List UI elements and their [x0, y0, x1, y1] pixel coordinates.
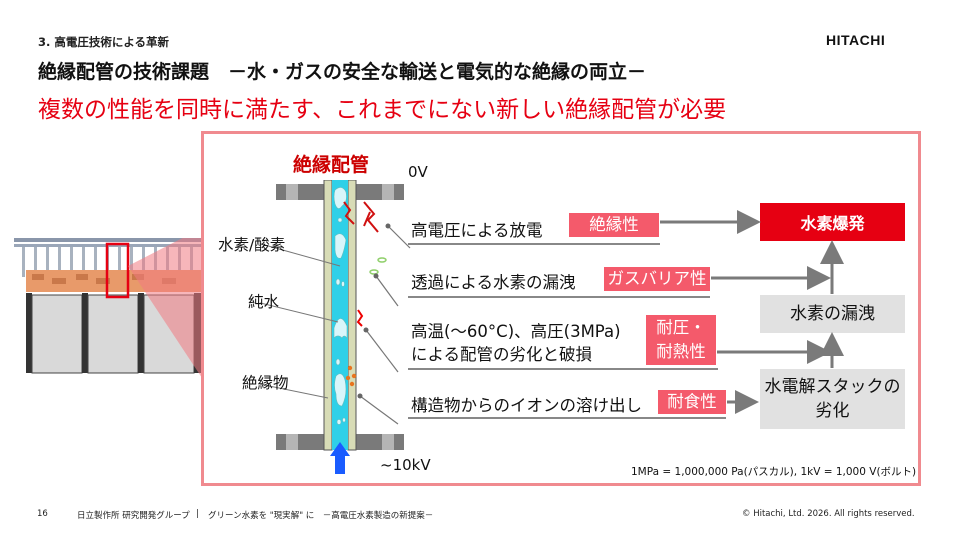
hitachi-logo: HITACHI	[826, 32, 886, 48]
pipe-title: 絶縁配管	[293, 154, 370, 176]
result-stack-degradation: 水電解スタックの 劣化	[760, 369, 905, 429]
badge-insulation: 絶縁性	[569, 213, 659, 237]
badge-pressure-heat-resistance: 耐圧・ 耐熱性	[646, 315, 716, 365]
cause-ion-leaching: 構造物からのイオンの溶け出し	[411, 396, 642, 415]
unit-note: 1MPa = 1,000,000 Pa(パスカル), 1kV = 1,000 V…	[631, 466, 917, 478]
underline-cause-4	[408, 417, 726, 419]
flow-arrows	[660, 210, 844, 414]
top-voltage-label: 0V	[408, 163, 428, 181]
footer-separator: |	[196, 509, 199, 519]
insulated-pipe-illustration	[260, 180, 411, 474]
bottom-voltage-label: ~10kV	[380, 456, 431, 474]
result-hydrogen-leak: 水素の漏洩	[760, 295, 905, 333]
cause-degradation-line1: 高温(〜60°C)、高圧(3MPa)	[411, 322, 621, 341]
underline-cause-1	[408, 243, 660, 245]
badge-gas-barrier: ガスバリア性	[604, 267, 710, 291]
label-hydrogen-oxygen: 水素/酸素	[218, 236, 286, 254]
badge-corrosion-resistance: 耐食性	[658, 390, 726, 414]
footer-org: 日立製作所 研究開発グループ	[77, 511, 190, 521]
label-insulator: 絶縁物	[242, 374, 289, 392]
electrolyzer-equipment-image	[14, 238, 202, 378]
underline-cause-3	[408, 368, 718, 370]
result-hydrogen-explosion: 水素爆発	[760, 203, 905, 241]
slide-title: 絶縁配管の技術課題 －水・ガスの安全な輸送と電気的な絶縁の両立－	[38, 61, 647, 83]
cause-hydrogen-permeation: 透過による水素の漏洩	[411, 273, 576, 292]
page-number: 16	[37, 509, 48, 519]
cause-degradation-line2: による配管の劣化と破損	[411, 345, 593, 364]
badge-line2: 耐熱性	[656, 342, 706, 361]
label-pure-water: 純水	[248, 293, 280, 311]
section-label: 3. 高電圧技術による革新	[38, 35, 170, 49]
underline-cause-2	[408, 296, 710, 298]
result-stack-line2: 劣化	[815, 401, 850, 421]
copyright: © Hitachi, Ltd. 2026. All rights reserve…	[742, 509, 915, 519]
badge-line1: 耐圧・	[656, 318, 706, 337]
cause-discharge: 高電圧による放電	[411, 221, 543, 240]
key-message: 複数の性能を同時に満たす、これまでにない新しい絶縁配管が必要	[38, 97, 727, 123]
footer-doc-title: グリーン水素を "現実解" に －高電圧水素製造の新提案－	[208, 511, 434, 521]
result-stack-line1: 水電解スタックの	[764, 377, 901, 397]
